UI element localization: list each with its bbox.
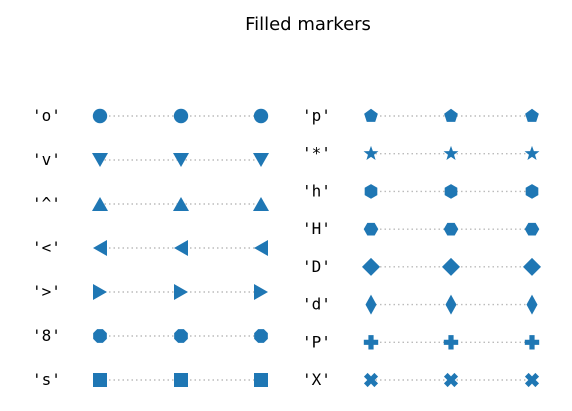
- plus_filled-marker: [524, 335, 540, 350]
- triangle_up-marker: [92, 197, 108, 211]
- marker-row-pentagon: 'p': [302, 106, 539, 125]
- triangle_down-marker: [173, 153, 189, 167]
- square-marker: [174, 373, 188, 387]
- marker-row-octagon: '8': [32, 326, 268, 345]
- star-marker: [524, 145, 540, 161]
- marker-panel-right: 'p' '*' 'h' 'H' 'D' 'd' 'P' 'X': [302, 106, 541, 389]
- chart-title: Filled markers: [245, 14, 371, 35]
- hexagon2-marker: [443, 222, 459, 236]
- marker-row-hexagon1: 'h': [302, 181, 539, 200]
- hexagon1-marker: [525, 184, 539, 199]
- marker-row-star: '*': [302, 144, 540, 163]
- pentagon-marker: [444, 108, 458, 122]
- marker-row-x_filled: 'X': [302, 370, 540, 389]
- marker-row-circle: 'o': [32, 106, 269, 125]
- square-marker: [93, 373, 107, 387]
- marker-label: '<': [32, 238, 61, 257]
- triangle_right-marker: [93, 284, 107, 300]
- star-marker: [443, 145, 459, 161]
- x_filled-marker: [363, 372, 379, 388]
- triangle_left-marker: [254, 240, 268, 256]
- marker-row-hexagon2: 'H': [302, 219, 540, 238]
- diamond-marker: [523, 257, 541, 276]
- pentagon-marker: [525, 108, 539, 122]
- marker-row-diamond: 'D': [302, 257, 541, 276]
- diamond-marker: [362, 257, 380, 276]
- marker-row-triangle_right: '>': [32, 282, 268, 301]
- octagon-marker: [254, 329, 268, 343]
- marker-label: '8': [32, 326, 61, 345]
- triangle_up-marker: [253, 197, 269, 211]
- pentagon-marker: [364, 108, 378, 122]
- marker-row-triangle_up: '^': [32, 194, 269, 213]
- diamond-marker: [442, 257, 460, 276]
- marker-label: 'v': [32, 150, 61, 169]
- hexagon1-marker: [444, 184, 458, 199]
- triangle_left-marker: [174, 240, 188, 256]
- triangle_right-marker: [254, 284, 268, 300]
- thin_diamond-marker: [365, 294, 377, 315]
- marker-row-thin_diamond: 'd': [302, 294, 538, 315]
- marker-label: 'd': [302, 295, 331, 314]
- marker-row-plus_filled: 'P': [302, 332, 540, 351]
- plus_filled-marker: [363, 335, 379, 350]
- x_filled-marker: [443, 372, 459, 388]
- marker-label: '^': [32, 194, 61, 213]
- plus_filled-marker: [443, 335, 459, 350]
- marker-row-triangle_left: '<': [32, 238, 268, 257]
- marker-panel-left: 'o' 'v' '^' '<' '>' '8' 's': [32, 106, 269, 389]
- x_filled-marker: [524, 372, 540, 388]
- marker-row-triangle_down: 'v': [32, 150, 269, 169]
- hexagon2-marker: [363, 222, 379, 236]
- circle-marker: [253, 108, 269, 124]
- circle-marker: [92, 108, 108, 124]
- marker-label: 'p': [302, 106, 331, 125]
- triangle_right-marker: [174, 284, 188, 300]
- marker-label: 's': [32, 370, 61, 389]
- triangle_left-marker: [93, 240, 107, 256]
- marker-label: 'H': [302, 219, 331, 238]
- marker-row-square: 's': [32, 370, 268, 389]
- triangle_down-marker: [92, 153, 108, 167]
- triangle_up-marker: [173, 197, 189, 211]
- star-marker: [363, 145, 379, 161]
- square-marker: [254, 373, 268, 387]
- triangle_down-marker: [253, 153, 269, 167]
- hexagon1-marker: [364, 184, 378, 199]
- marker-label: 'X': [302, 370, 331, 389]
- marker-panels: 'o''v''^''<''>''8''s''p''*''h''H''D''d''…: [32, 106, 541, 389]
- marker-label: 'D': [302, 257, 331, 276]
- octagon-marker: [93, 329, 107, 343]
- hexagon2-marker: [524, 222, 540, 236]
- marker-label: 'P': [302, 332, 331, 351]
- marker-label: '*': [302, 144, 331, 163]
- marker-label: 'h': [302, 181, 331, 200]
- octagon-marker: [174, 329, 188, 343]
- thin_diamond-marker: [445, 294, 457, 315]
- marker-label: 'o': [32, 106, 61, 125]
- thin_diamond-marker: [526, 294, 538, 315]
- marker-label: '>': [32, 282, 61, 301]
- circle-marker: [173, 108, 189, 124]
